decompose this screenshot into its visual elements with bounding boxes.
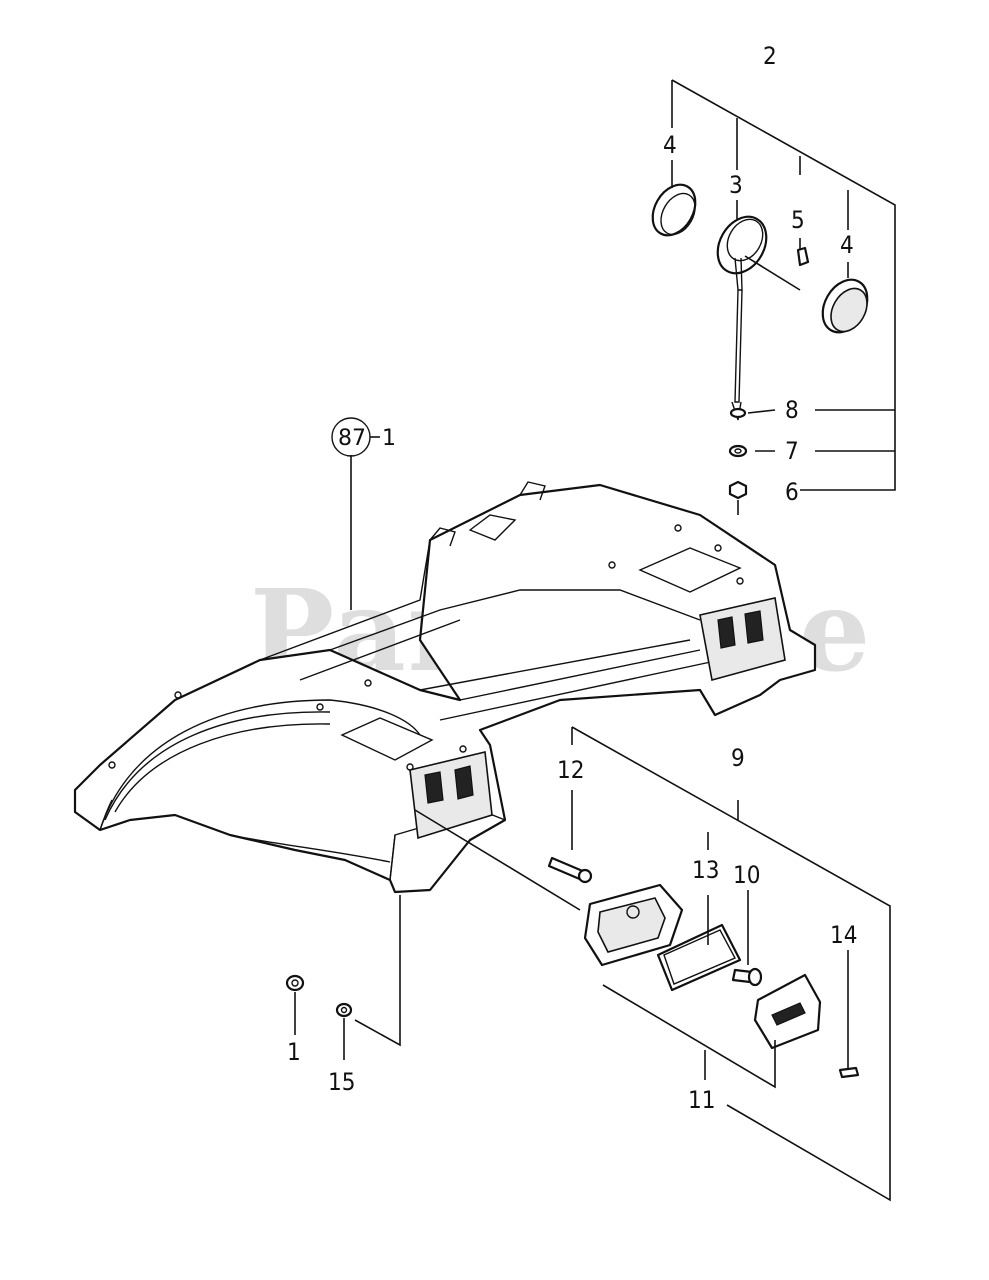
callout-15: 15 [328,1068,355,1096]
callout-5: 5 [791,206,805,234]
callout-11: 11 [688,1086,715,1114]
callout-9: 9 [731,744,745,772]
callout-2: 2 [763,42,777,70]
callout-6: 6 [785,478,799,506]
callout-7: 7 [785,437,799,465]
lens-icon [651,183,869,334]
reference-number: 87 [338,426,366,451]
callout-4-right: 4 [840,231,854,259]
callout-3: 3 [729,171,743,199]
reference-callout: 87 1 [331,417,396,457]
lamp-housing-icon [716,215,810,500]
callout-10: 10 [733,861,760,889]
callout-12: 12 [557,756,584,784]
callout-14: 14 [830,921,857,949]
callout-1: 1 [287,1038,301,1066]
callout-labels: 2 4 3 5 4 8 7 6 9 12 13 10 14 11 1 15 [287,42,857,1114]
callout-4-left: 4 [663,131,677,159]
callout-13: 13 [692,856,719,884]
rear-fender-icon [73,481,817,894]
leader-lines [294,79,896,1202]
reference-suffix: 1 [382,426,396,451]
taillight-assembly [285,856,860,1079]
callout-8: 8 [785,396,799,424]
